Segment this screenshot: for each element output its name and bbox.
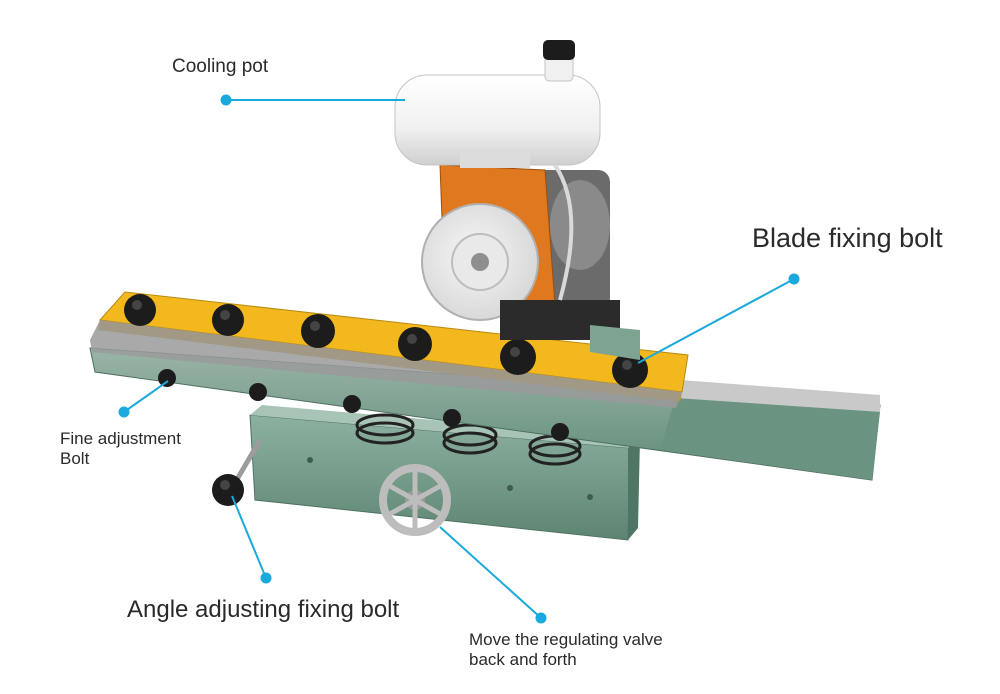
dot-icon [118, 406, 130, 418]
dot-icon [220, 94, 232, 106]
handwheel-icon [379, 464, 451, 536]
fine-adjustment-bolts [158, 369, 569, 441]
label-regulating-valve-line1: Move the regulating valve [469, 630, 663, 649]
label-fine-adjustment-bolt: Fine adjustment Bolt [60, 429, 181, 470]
knob-icon [612, 352, 648, 388]
label-cooling-pot: Cooling pot [172, 56, 269, 77]
cooling-pot [394, 40, 601, 301]
label-fine-adjustment-line2: Bolt [60, 449, 90, 469]
blade-fixing-knobs [124, 294, 648, 388]
blade-plate [90, 291, 689, 408]
knob-icon [301, 314, 335, 348]
dot-icon [535, 612, 547, 624]
label-angle-adjusting-bolt: Angle adjusting fixing bolt [127, 596, 400, 623]
knob-icon [500, 339, 536, 375]
callout-lines [123, 99, 795, 619]
grinding-head [421, 164, 640, 360]
label-regulating-valve: Move the regulating valve back and forth [469, 630, 663, 671]
knob-icon [212, 304, 244, 336]
dot-icon [260, 572, 272, 584]
label-regulating-valve-line2: back and forth [469, 650, 577, 670]
label-blade-fixing-bolt: Blade fixing bolt [752, 223, 943, 253]
callout-markers [118, 94, 800, 624]
label-fine-adjustment-line1: Fine adjustment [60, 429, 181, 448]
knob-icon [124, 294, 156, 326]
angle-adjusting-bolt [212, 438, 263, 506]
guide-rail [89, 347, 881, 481]
dot-icon [788, 273, 800, 285]
knob-icon [398, 327, 432, 361]
